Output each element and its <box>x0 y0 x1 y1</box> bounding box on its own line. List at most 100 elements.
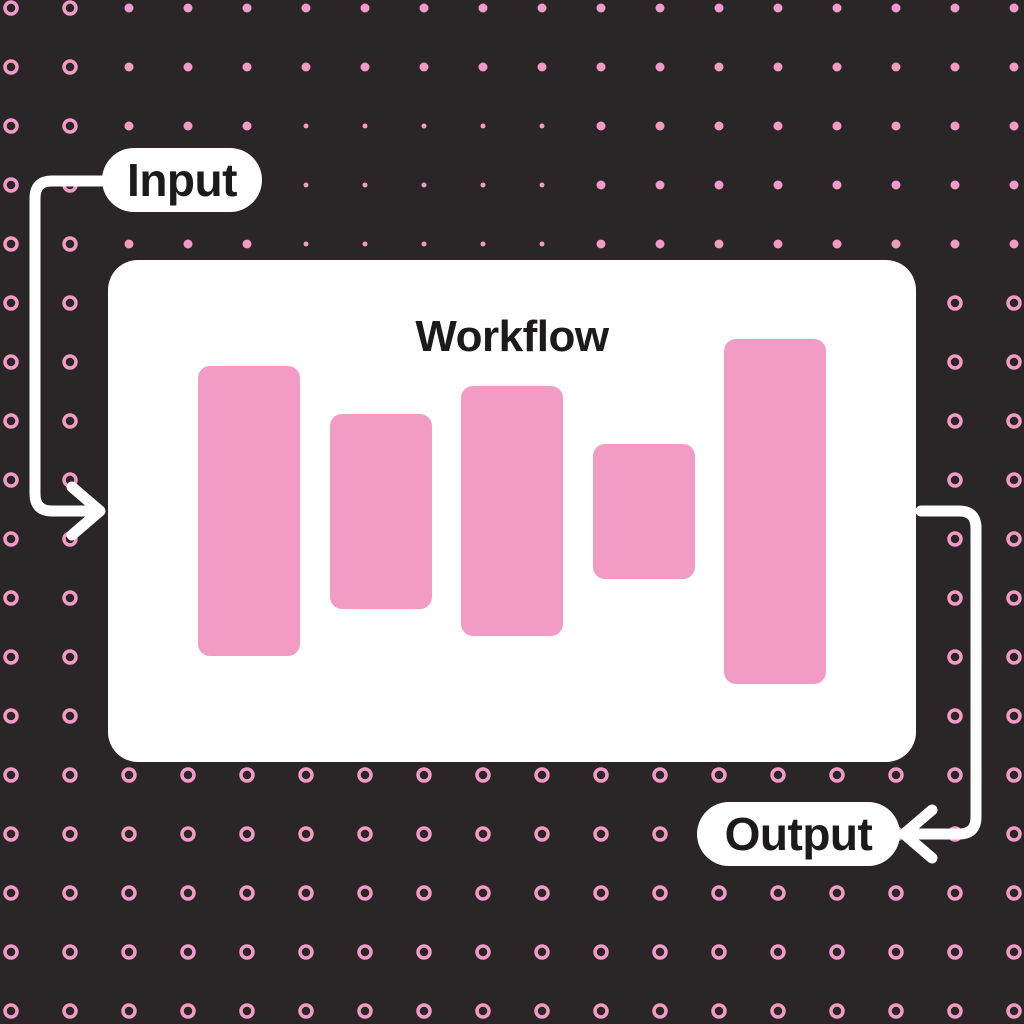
pattern-dot <box>711 885 727 901</box>
pattern-dot <box>62 649 78 665</box>
pattern-dot <box>714 180 724 190</box>
pattern-dot <box>3 295 19 311</box>
pattern-dot <box>62 767 78 783</box>
pattern-dot <box>655 239 665 249</box>
pattern-dot <box>242 62 252 72</box>
pattern-dot <box>1006 649 1022 665</box>
pattern-dot <box>1006 531 1022 547</box>
pattern-dot <box>62 885 78 901</box>
pattern-dot <box>891 62 901 72</box>
pattern-dot <box>950 62 960 72</box>
pattern-dot <box>832 239 842 249</box>
workflow-step-bar <box>724 338 826 684</box>
pattern-dot <box>183 121 193 131</box>
pattern-dot <box>298 826 314 842</box>
pattern-dot <box>416 826 432 842</box>
pattern-dot <box>480 182 486 188</box>
pattern-dot <box>1006 590 1022 606</box>
pattern-dot <box>888 885 904 901</box>
pattern-dot <box>537 62 547 72</box>
pattern-dot <box>3 0 19 16</box>
pattern-dot <box>360 3 370 13</box>
pattern-dot <box>950 180 960 190</box>
pattern-dot <box>829 767 845 783</box>
pattern-dot <box>947 531 963 547</box>
pattern-dot <box>3 531 19 547</box>
pattern-dot <box>891 3 901 13</box>
pattern-dot <box>593 885 609 901</box>
pattern-dot <box>652 1003 668 1019</box>
pattern-dot <box>62 826 78 842</box>
pattern-dot <box>652 826 668 842</box>
pattern-dot <box>947 944 963 960</box>
pattern-dot <box>62 708 78 724</box>
pattern-dot <box>475 767 491 783</box>
pattern-dot <box>478 3 488 13</box>
pattern-dot <box>1006 295 1022 311</box>
pattern-dot <box>652 944 668 960</box>
pattern-dot <box>832 180 842 190</box>
pattern-dot <box>357 944 373 960</box>
pattern-dot <box>773 3 783 13</box>
pattern-dot <box>121 944 137 960</box>
pattern-dot <box>298 885 314 901</box>
pattern-dot <box>421 241 427 247</box>
pattern-dot <box>950 239 960 249</box>
pattern-dot <box>121 826 137 842</box>
pattern-dot <box>303 123 309 129</box>
pattern-dot <box>947 1003 963 1019</box>
pattern-dot <box>773 62 783 72</box>
pattern-dot <box>357 885 373 901</box>
pattern-dot <box>3 177 19 193</box>
pattern-dot <box>3 944 19 960</box>
pattern-dot <box>421 182 427 188</box>
pattern-dot <box>714 121 724 131</box>
pattern-dot <box>593 767 609 783</box>
pattern-dot <box>655 121 665 131</box>
pattern-dot <box>62 354 78 370</box>
pattern-dot <box>534 1003 550 1019</box>
pattern-dot <box>180 826 196 842</box>
pattern-dot <box>416 885 432 901</box>
pattern-dot <box>539 241 545 247</box>
pattern-dot <box>180 767 196 783</box>
pattern-dot <box>832 3 842 13</box>
input-arrow-icon <box>29 175 108 541</box>
pattern-dot <box>714 3 724 13</box>
pattern-dot <box>419 3 429 13</box>
pattern-dot <box>3 590 19 606</box>
pattern-dot <box>655 3 665 13</box>
pattern-dot <box>62 118 78 134</box>
pattern-dot <box>3 59 19 75</box>
pattern-dot <box>947 767 963 783</box>
pattern-dot <box>62 0 78 16</box>
pattern-dot <box>1006 708 1022 724</box>
pattern-dot <box>829 1003 845 1019</box>
pattern-dot <box>1006 472 1022 488</box>
pattern-dot <box>770 1003 786 1019</box>
pattern-dot <box>1009 180 1019 190</box>
pattern-dot <box>1006 1003 1022 1019</box>
pattern-dot <box>1006 885 1022 901</box>
pattern-dot <box>360 62 370 72</box>
pattern-dot <box>421 123 427 129</box>
pattern-dot <box>950 3 960 13</box>
pattern-dot <box>3 767 19 783</box>
pattern-dot <box>183 3 193 13</box>
pattern-dot <box>3 649 19 665</box>
pattern-dot <box>180 944 196 960</box>
pattern-dot <box>888 944 904 960</box>
pattern-dot <box>534 826 550 842</box>
pattern-dot <box>714 239 724 249</box>
pattern-dot <box>480 241 486 247</box>
pattern-dot <box>534 885 550 901</box>
pattern-dot <box>357 826 373 842</box>
pattern-dot <box>124 3 134 13</box>
pattern-dot <box>534 767 550 783</box>
pattern-dot <box>62 236 78 252</box>
pattern-dot <box>891 180 901 190</box>
pattern-dot <box>242 3 252 13</box>
pattern-dot <box>1009 3 1019 13</box>
pattern-dot <box>475 944 491 960</box>
